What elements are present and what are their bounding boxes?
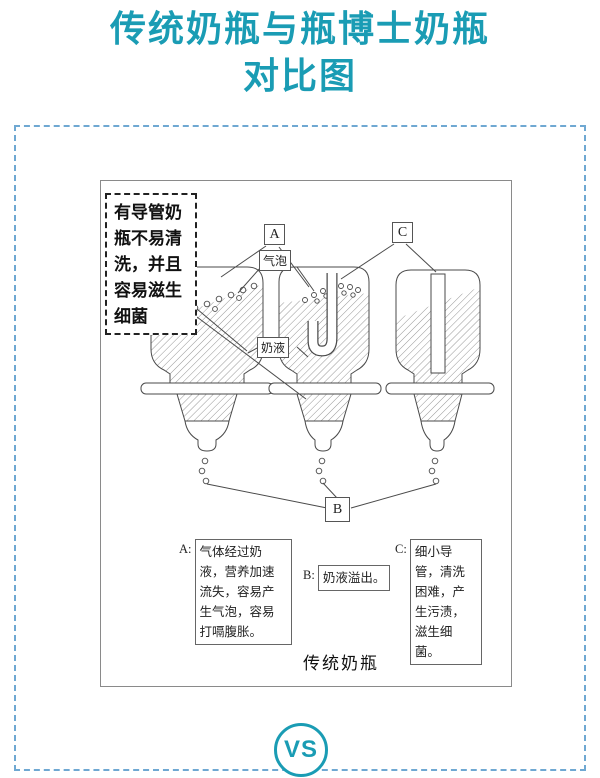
desc-c-text: 细小导管，清洗困难，产生污渍，滋生细菌。 bbox=[409, 539, 482, 665]
diagram-caption: 传统奶瓶 bbox=[303, 654, 379, 673]
bottle-3 bbox=[385, 269, 495, 485]
straight-tube bbox=[430, 273, 446, 374]
title-line-2: 对比图 bbox=[242, 54, 357, 96]
bottle-2-milk bbox=[279, 293, 369, 383]
desc-a-text: 气体经过奶液，营养加速流失，容易产生气泡，容易打嗝腹胀。 bbox=[194, 539, 292, 645]
bottle-2-flange bbox=[268, 382, 382, 395]
desc-a: A: 气体经过奶液，营养加速流失，容易产生气泡，容易打嗝腹胀。 bbox=[179, 539, 292, 645]
bottle-1-flange bbox=[140, 382, 274, 395]
desc-c-prefix: C: bbox=[395, 542, 407, 556]
bottle-2 bbox=[268, 266, 382, 485]
note-box: 有导管奶瓶不易清洗，并且容易滋生细菌 bbox=[105, 193, 197, 335]
title-line-1: 传统奶瓶与瓶博士奶瓶 bbox=[109, 8, 490, 49]
desc-a-prefix: A: bbox=[179, 542, 192, 556]
bubble-label: 气泡 bbox=[259, 250, 292, 271]
label-c-box: C bbox=[392, 222, 413, 243]
bottle-3-nipple bbox=[420, 420, 456, 452]
bottle-3-drips bbox=[428, 457, 440, 485]
desc-c: C: 细小导管，清洗困难，产生污渍，滋生细菌。 bbox=[395, 539, 482, 665]
bottle-3-flange bbox=[385, 382, 495, 395]
desc-b-text: 奶液溢出。 bbox=[317, 565, 391, 591]
label-b-box: B bbox=[325, 497, 350, 522]
bottle-1-drips bbox=[198, 457, 210, 485]
bottle-2-drips bbox=[315, 457, 327, 485]
label-a-box: A bbox=[264, 224, 285, 245]
bottle-1-nipple bbox=[184, 420, 230, 452]
bottle-1-collar bbox=[176, 393, 238, 422]
bottle-1-milk bbox=[151, 284, 263, 383]
bottle-3-collar bbox=[413, 393, 463, 422]
bottle-diagram-svg bbox=[140, 243, 495, 509]
j-tube bbox=[307, 273, 338, 357]
bottle-2-nipple bbox=[304, 420, 344, 452]
diagram-frame: 有导管奶瓶不易清洗，并且容易滋生细菌 A C B 气泡 奶液 A: 气体经过奶液… bbox=[100, 180, 512, 687]
desc-b-prefix: B: bbox=[303, 568, 315, 582]
desc-b: B: 奶液溢出。 bbox=[303, 565, 391, 591]
convergence-lines bbox=[206, 482, 437, 509]
vs-badge: VS bbox=[274, 723, 328, 777]
bottle-3-body bbox=[395, 269, 481, 384]
comparison-panel: 有导管奶瓶不易清洗，并且容易滋生细菌 A C B 气泡 奶液 A: 气体经过奶液… bbox=[14, 125, 586, 777]
page-title: 传统奶瓶与瓶博士奶瓶 对比图 bbox=[0, 0, 600, 100]
milk-label: 奶液 bbox=[257, 337, 290, 358]
